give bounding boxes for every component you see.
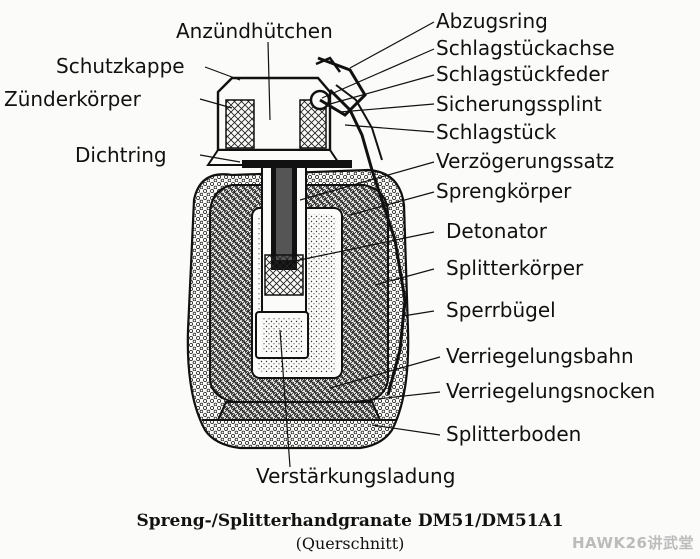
label-verstaerkungsladung: Verstärkungsladung — [256, 464, 456, 488]
label-sprengkoerper: Sprengkörper — [436, 179, 572, 203]
label-verriegelungsnocken: Verriegelungsnocken — [446, 379, 656, 403]
label-schlagstueckachse: Schlagstückachse — [436, 36, 615, 60]
watermark-logo: HAWK26讲武堂 — [571, 534, 694, 552]
splitterboden-shape — [202, 401, 396, 421]
label-anzuendhuetchen: Anzündhütchen — [176, 19, 333, 43]
label-splitterkoerper: Splitterkörper — [446, 256, 584, 280]
label-zuenderkoerper: Zünderkörper — [4, 87, 141, 111]
label-abzugsring: Abzugsring — [436, 9, 548, 33]
striker-lever — [309, 56, 407, 396]
label-verriegelungsbahn: Verriegelungsbahn — [446, 344, 634, 368]
label-detonator: Detonator — [446, 219, 548, 243]
caption-subtitle: (Querschnitt) — [295, 534, 405, 553]
caption-title: Spreng-/Splitterhandgranate DM51/DM51A1 — [136, 511, 564, 531]
label-schlagstueck: Schlagstück — [436, 120, 557, 144]
label-sperrbuegel: Sperrbügel — [446, 298, 556, 322]
label-sicherungssplint: Sicherungssplint — [436, 92, 602, 116]
label-schlagstueckfeder: Schlagstückfeder — [436, 62, 609, 86]
fuze-body — [206, 76, 352, 168]
label-dichtring: Dichtring — [75, 143, 167, 167]
leader-lines — [199, 21, 441, 468]
label-splitterboden: Splitterboden — [446, 422, 582, 446]
label-schutzkappe: Schutzkappe — [56, 54, 185, 78]
label-verzoegerungssatz: Verzögerungssatz — [436, 149, 615, 173]
